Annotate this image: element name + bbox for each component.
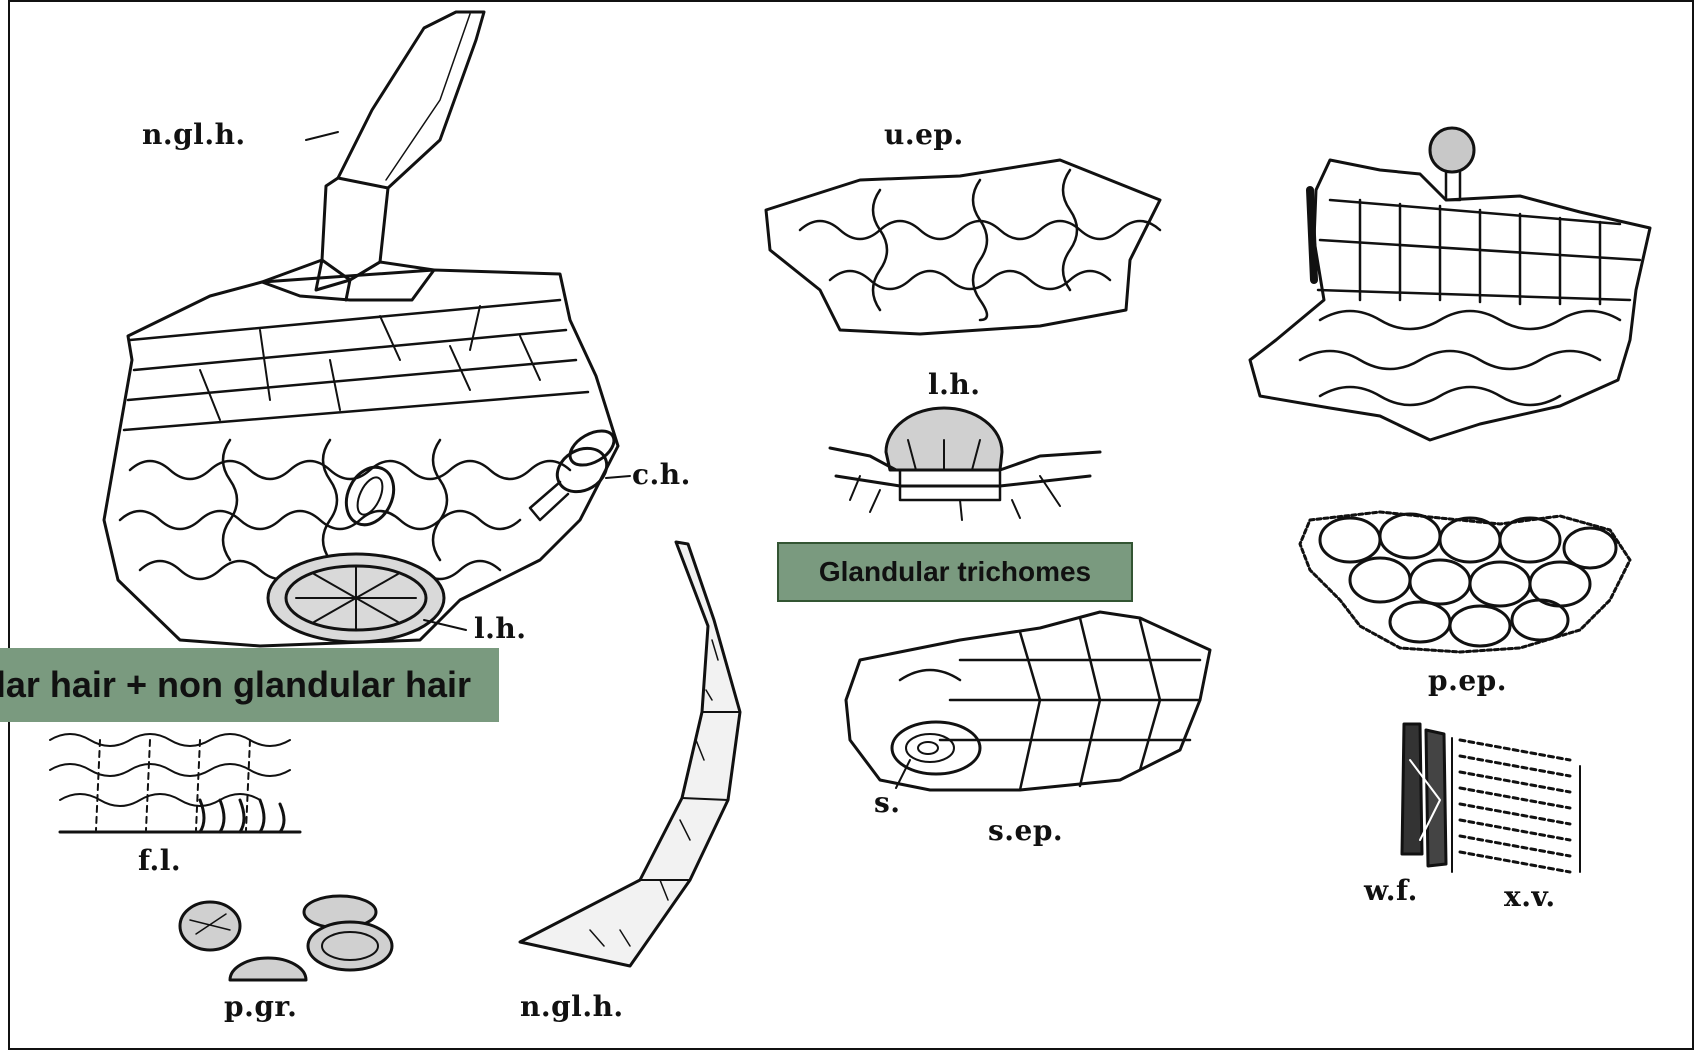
label-petal-epidermis: p.ep. — [1428, 664, 1507, 697]
label-xylem-vessel: x.v. — [1504, 880, 1556, 913]
non-glandular-hair-drawing — [520, 542, 740, 966]
fragment-drawing — [50, 734, 300, 832]
tissue-section-drawing — [1250, 128, 1650, 440]
label-stomatal-epidermis: s.ep. — [988, 814, 1063, 847]
label-stoma: s. — [874, 786, 901, 819]
epidermis-with-trichomes-drawing — [104, 12, 630, 646]
label-upper-epidermis: u.ep. — [884, 118, 964, 151]
label-glandular-hair-left: l.h. — [474, 612, 527, 645]
label-glandular-hair-center: l.h. — [928, 368, 981, 401]
glandular-hair-drawing — [830, 408, 1100, 520]
banner-center-text: Glandular trichomes — [819, 556, 1091, 588]
glandular-non-glandular-banner: Glandular hair + non glandular hair — [0, 648, 499, 722]
stomatal-epidermis-drawing — [846, 612, 1210, 790]
label-fragment: f.l. — [138, 844, 181, 877]
petal-epidermis-drawing — [1300, 512, 1630, 652]
label-capitate-hair: c.h. — [632, 458, 691, 491]
glandular-trichomes-banner: Glandular trichomes — [777, 542, 1133, 602]
pollen-grains-drawing — [180, 896, 392, 980]
upper-epidermis-drawing — [766, 160, 1160, 334]
label-non-glandular-hair-top: n.gl.h. — [142, 118, 246, 151]
label-non-glandular-hair-bottom: n.gl.h. — [520, 990, 624, 1023]
banner-left-text: Glandular hair + non glandular hair — [0, 664, 471, 706]
fibre-vessel-drawing — [1402, 724, 1580, 872]
label-pollen-grains: p.gr. — [224, 990, 297, 1023]
label-wood-fibre: w.f. — [1364, 874, 1418, 907]
